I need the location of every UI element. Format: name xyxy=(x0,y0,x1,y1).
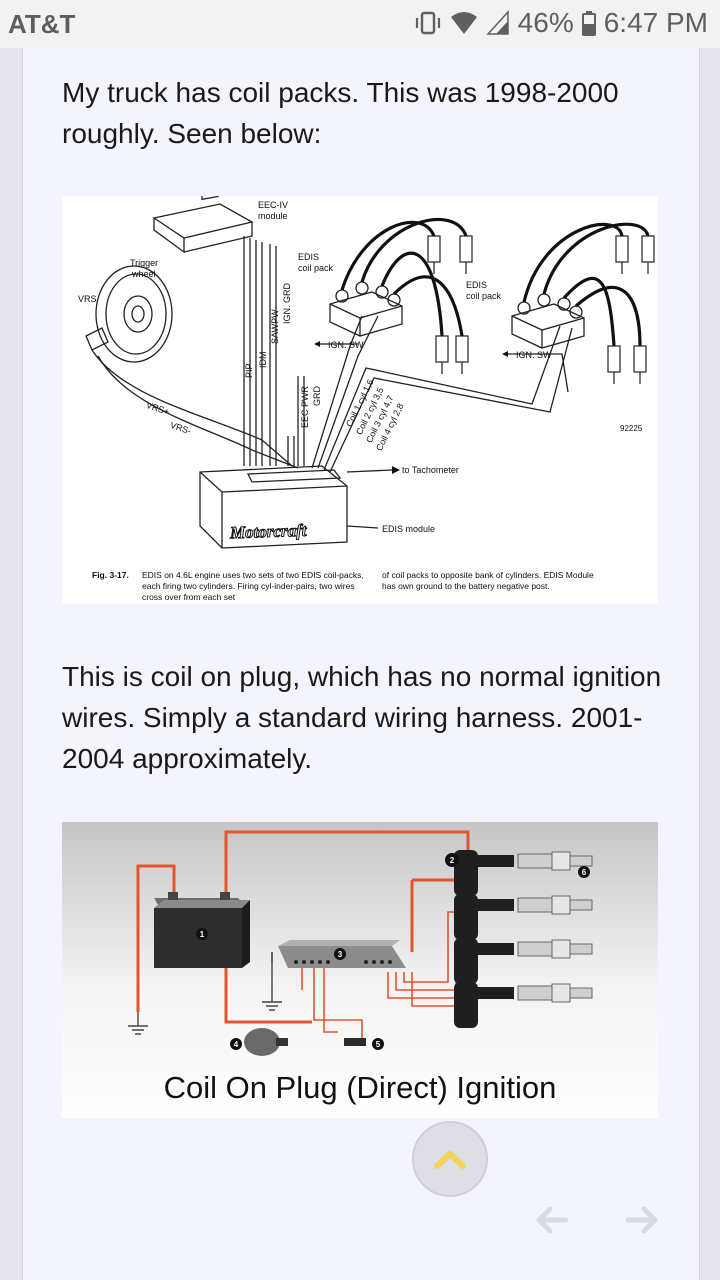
edis-diagram-drawing xyxy=(85,196,655,549)
clock: 6:47 PM xyxy=(603,7,708,38)
marker-1: 1 xyxy=(200,930,205,939)
post-paragraph-2: This is coil on plug, which has no norma… xyxy=(62,661,662,774)
status-bar: AT&T 46% 6:47 PM xyxy=(0,0,720,48)
cop-diagram-drawing: 1 2 3 4 5 6 xyxy=(62,822,658,1118)
trigger-label-2: wheel xyxy=(132,269,156,279)
ign-grd-label: IGN. GRD xyxy=(282,282,292,324)
edis-coil-right-label: EDIS xyxy=(466,280,488,290)
eec-pwr-label: EEC PWR xyxy=(300,385,310,428)
back-arrow-icon[interactable] xyxy=(532,1200,572,1240)
scroll-to-top-button[interactable] xyxy=(412,1121,488,1197)
eec-label: EEC-IV xyxy=(258,200,289,210)
forward-arrow-icon[interactable] xyxy=(622,1200,662,1240)
ign-sw-right-label: IGN. SW xyxy=(516,350,552,360)
edis-module-label: EDIS module xyxy=(382,524,436,534)
ign-sw-left-label: IGN. SW xyxy=(328,340,364,350)
battery-icon xyxy=(581,11,596,36)
marker-2: 2 xyxy=(450,856,455,865)
edis-coil-left-label: EDIS xyxy=(298,252,320,262)
idm-label: IDM xyxy=(258,351,268,369)
post-paragraph-1: My truck has coil packs. This was 1998-2… xyxy=(62,77,619,149)
coil-on-plug-diagram[interactable]: 1 2 3 4 5 6 Coil On Plug (Direct) Igniti… xyxy=(62,822,658,1118)
wifi-icon xyxy=(450,12,477,34)
edis-coil-right-label-2: coil pack xyxy=(466,291,502,301)
grd-label: GRD xyxy=(312,386,322,406)
vrs-label: VRS xyxy=(78,294,97,304)
carrier-label: AT&T xyxy=(8,9,76,39)
edis-coil-left-label-2: coil pack xyxy=(298,263,334,273)
cop-title: Coil On Plug (Direct) Ignition xyxy=(163,1070,557,1105)
motorcraft-logo: Motorcraft xyxy=(229,520,307,543)
battery-percent: 46% xyxy=(517,7,574,38)
marker-6: 6 xyxy=(582,868,587,877)
figure-caption-col2: of coil packs to opposite bank of cylind… xyxy=(382,570,594,591)
marker-4: 4 xyxy=(234,1040,239,1049)
sawpw-label: SAWPW xyxy=(270,309,280,344)
tach-label: to Tachometer xyxy=(402,465,459,475)
signal-icon xyxy=(485,10,509,35)
figure-caption-col1: EDIS on 4.6L engine uses two sets of two… xyxy=(142,570,364,602)
figure-caption-number: Fig. 3-17. xyxy=(92,570,129,580)
status-icons: 46% 6:47 PM xyxy=(414,7,708,39)
marker-3: 3 xyxy=(338,950,343,959)
eec-label-2: module xyxy=(258,211,288,221)
chevron-up-icon xyxy=(434,1151,466,1169)
marker-5: 5 xyxy=(376,1040,381,1049)
figure-code: 92225 xyxy=(620,424,643,433)
pip-label: PIP xyxy=(244,363,254,378)
vibrate-icon xyxy=(415,11,440,35)
edis-wiring-diagram[interactable]: EEC-IV module Trigger wheel VRS EDIS coi… xyxy=(62,196,658,604)
trigger-label: Trigger xyxy=(130,258,159,268)
